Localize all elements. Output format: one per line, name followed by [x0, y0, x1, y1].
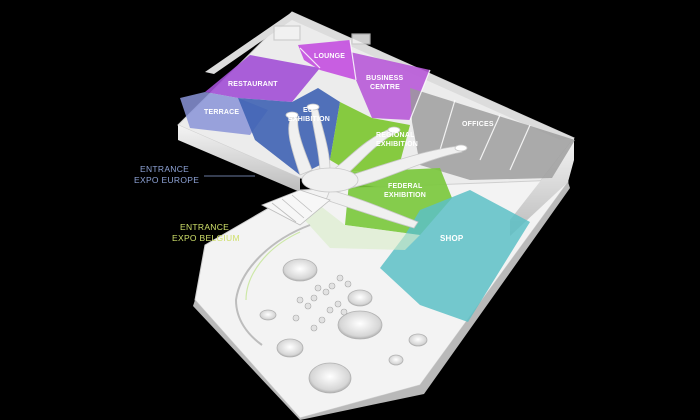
label-eu-line2: EXHIBITION — [288, 116, 330, 123]
label-terrace: TERRACE — [204, 109, 239, 116]
back-wall — [205, 12, 574, 140]
zone-lounge — [298, 40, 356, 80]
zone-entrance-floor — [300, 190, 420, 250]
annotation-belgium-line2: EXPO BELGIUM — [172, 233, 240, 243]
entrance-columns — [261, 189, 331, 226]
annotation-europe-line2: EXPO EUROPE — [134, 175, 199, 185]
label-lounge: LOUNGE — [314, 53, 345, 60]
label-eu-line1: EU — [303, 107, 313, 114]
label-business-line2: CENTRE — [370, 84, 400, 91]
label-shop: SHOP — [440, 234, 464, 243]
label-restaurant: RESTAURANT — [228, 81, 278, 88]
entrance-ramp-inner — [245, 231, 301, 301]
label-regional-line1: REGIONAL — [376, 132, 415, 139]
zone-labels: RESTAURANT LOUNGE BUSINESS CENTRE TERRAC… — [204, 53, 494, 243]
label-offices: OFFICES — [462, 121, 494, 128]
label-federal-line1: FEDERAL — [388, 183, 423, 190]
label-regional-line2: EXHIBITION — [376, 141, 418, 148]
seating-clusters — [292, 274, 352, 332]
label-business-line1: BUSINESS — [366, 75, 404, 82]
side-wall-left — [178, 125, 300, 192]
floor-holes — [259, 258, 428, 394]
entrance-ramp — [234, 224, 311, 346]
zone-restaurant — [205, 55, 320, 102]
annotation-entrance-europe: ENTRANCE EXPO EUROPE — [134, 164, 255, 185]
room-walls — [273, 25, 531, 171]
zone-business-centre — [350, 52, 430, 120]
tree-sculpture — [285, 103, 468, 229]
annotation-europe-line1: ENTRANCE — [140, 164, 189, 174]
annotation-entrance-belgium: ENTRANCE EXPO BELGIUM — [172, 222, 240, 243]
zone-regional-exhibition — [330, 102, 410, 172]
annotation-belgium-line1: ENTRANCE — [180, 222, 229, 232]
label-federal-line2: EXHIBITION — [384, 192, 426, 199]
